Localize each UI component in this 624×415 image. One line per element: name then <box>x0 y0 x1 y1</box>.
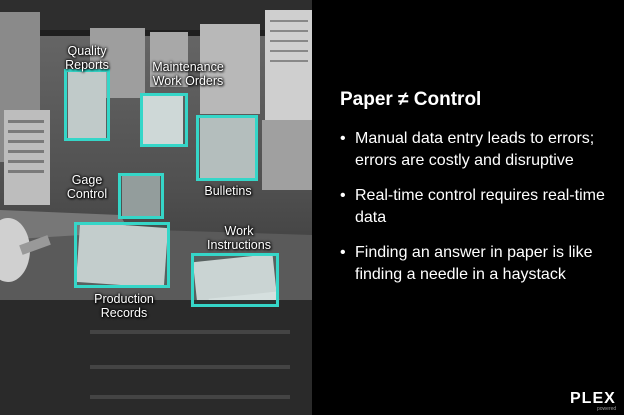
slide-title: Paper ≠ Control <box>340 89 482 110</box>
bullet-text: Manual data entry leads to errors; error… <box>355 130 595 169</box>
bullet-item-real-time-control: • Real-time control requires real-time d… <box>340 185 624 229</box>
quality-reports-label: Quality Reports <box>65 44 109 72</box>
bullet-marker: • <box>340 130 346 147</box>
maintenance-work-orders-highlight-box <box>140 93 188 147</box>
bulletins-highlight-box <box>196 115 258 181</box>
work-instructions-highlight-box <box>191 253 279 307</box>
gage-control-highlight-box <box>118 173 164 219</box>
bullet-item-manual-data-entry: • Manual data entry leads to errors; err… <box>340 128 624 172</box>
bullet-text: Finding an answer in paper is like findi… <box>355 244 593 283</box>
bulletins-label: Bulletins <box>204 184 252 198</box>
maintenance-work-orders-label: Maintenance Work Orders <box>152 60 224 88</box>
gage-control-label: Gage Control <box>66 173 108 201</box>
bullet-text: Real-time control requires real-time dat… <box>355 187 605 226</box>
quality-reports-highlight-box <box>64 69 110 141</box>
bullet-marker: • <box>340 244 346 261</box>
bullet-marker: • <box>340 187 346 204</box>
workstation-scene-image <box>0 0 312 415</box>
plex-logo: PLEX <box>570 390 616 407</box>
plex-logo-subtext: powered <box>597 406 617 412</box>
slide-content-panel: Paper ≠ Control • Manual data entry lead… <box>312 0 624 415</box>
production-records-highlight-box <box>74 222 170 288</box>
bullet-list: • Manual data entry leads to errors; err… <box>340 128 624 299</box>
workstation-photo: Quality Reports Maintenance Work Orders … <box>0 0 312 415</box>
bullet-item-finding-answer: • Finding an answer in paper is like fin… <box>340 242 624 286</box>
production-records-label: Production Records <box>94 292 154 320</box>
work-instructions-label: Work Instructions <box>207 224 271 252</box>
